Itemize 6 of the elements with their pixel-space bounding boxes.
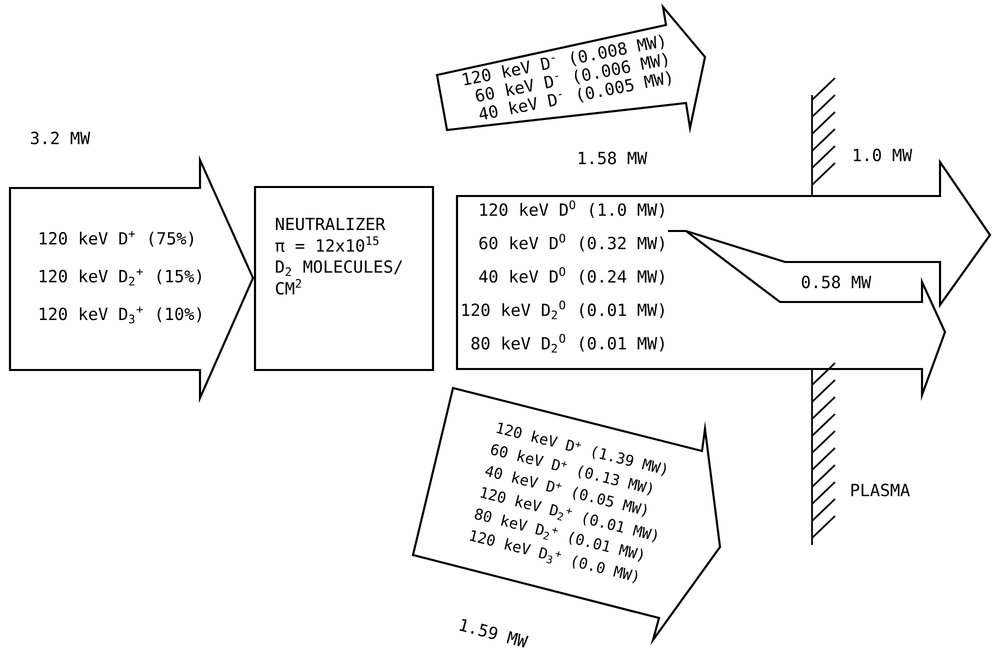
neutralizer-box: NEUTRALIZER π = 12x10$^{15}$ D$_{2}$ MOLECULES/ CM$^{2}$ — [254, 186, 434, 372]
plasma-label: PLASMA — [851, 484, 910, 496]
power-label: 3.2 MW — [30, 132, 90, 144]
power-label: 1.59 MW — [460, 619, 529, 648]
power-label: 1.0 MW — [854, 148, 912, 162]
power-label: 0.58 MW — [802, 276, 872, 288]
